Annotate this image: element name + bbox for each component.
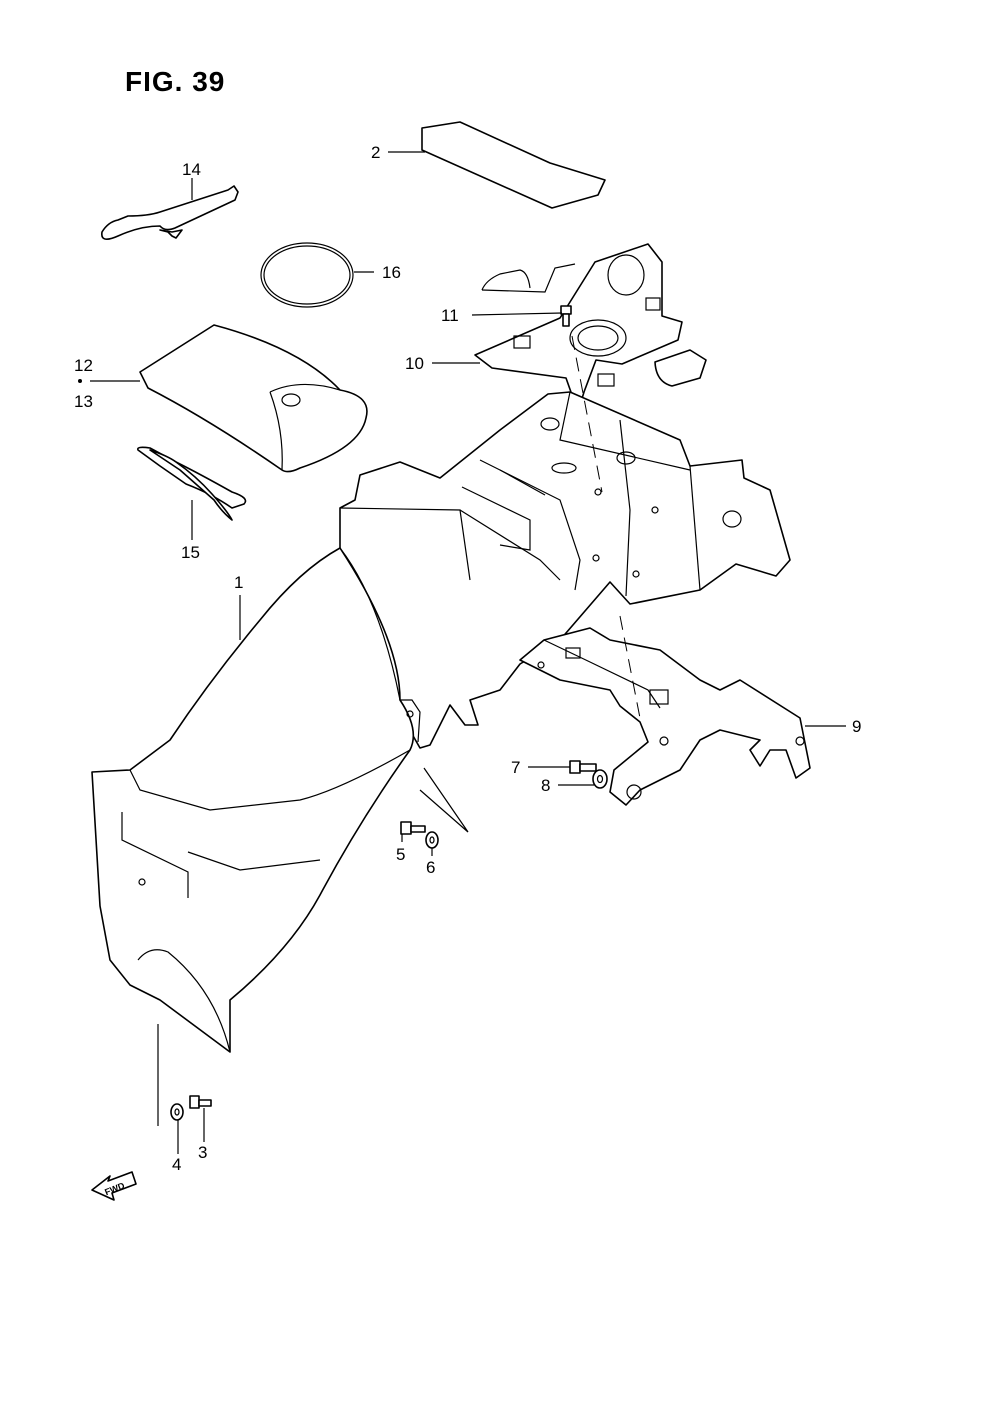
callout-14: 14 (182, 160, 201, 179)
part-4-washer (170, 1103, 184, 1121)
part-12-13-tool-bag (139, 324, 368, 473)
part-16-ring (260, 242, 354, 308)
part-10-bracket (474, 243, 707, 413)
figure-title: FIG. 39 (125, 66, 226, 97)
callout-6: 6 (426, 858, 435, 877)
fwd-arrow: FWD (91, 1171, 137, 1201)
part-14-spanner (101, 185, 239, 240)
part-5-bolt (400, 821, 426, 835)
callout-5: 5 (396, 845, 405, 864)
callout-4: 4 (172, 1155, 181, 1174)
leader-lines (78, 151, 846, 1154)
callout-11: 11 (441, 306, 459, 325)
callout-12: 12 (74, 356, 93, 375)
callout-15: 15 (181, 543, 200, 562)
callout-9: 9 (852, 717, 861, 736)
callout-8: 8 (541, 776, 550, 795)
part-15-pliers (136, 446, 247, 521)
callout-2: 2 (371, 143, 380, 162)
callout-13: 13 (74, 392, 93, 411)
part-7-bolt (569, 760, 597, 774)
part-9-rear-bracket (519, 627, 811, 806)
part-3-bolt (189, 1095, 212, 1109)
callout-1: 1 (234, 573, 243, 592)
part-11-bolt (560, 305, 572, 327)
part-6-washer (425, 831, 439, 849)
callout-7: 7 (511, 758, 520, 777)
part-8-washer (592, 769, 608, 789)
assembly-lines (157, 335, 641, 1126)
callout-16: 16 (382, 263, 401, 282)
part-1-rear-fender (91, 391, 791, 1053)
callout-10: 10 (405, 354, 424, 373)
callout-3: 3 (198, 1143, 207, 1162)
callout-labels: 1 2 3 4 5 6 7 8 9 10 11 12 13 14 15 16 (74, 143, 861, 1174)
part-2-strip (421, 121, 606, 209)
